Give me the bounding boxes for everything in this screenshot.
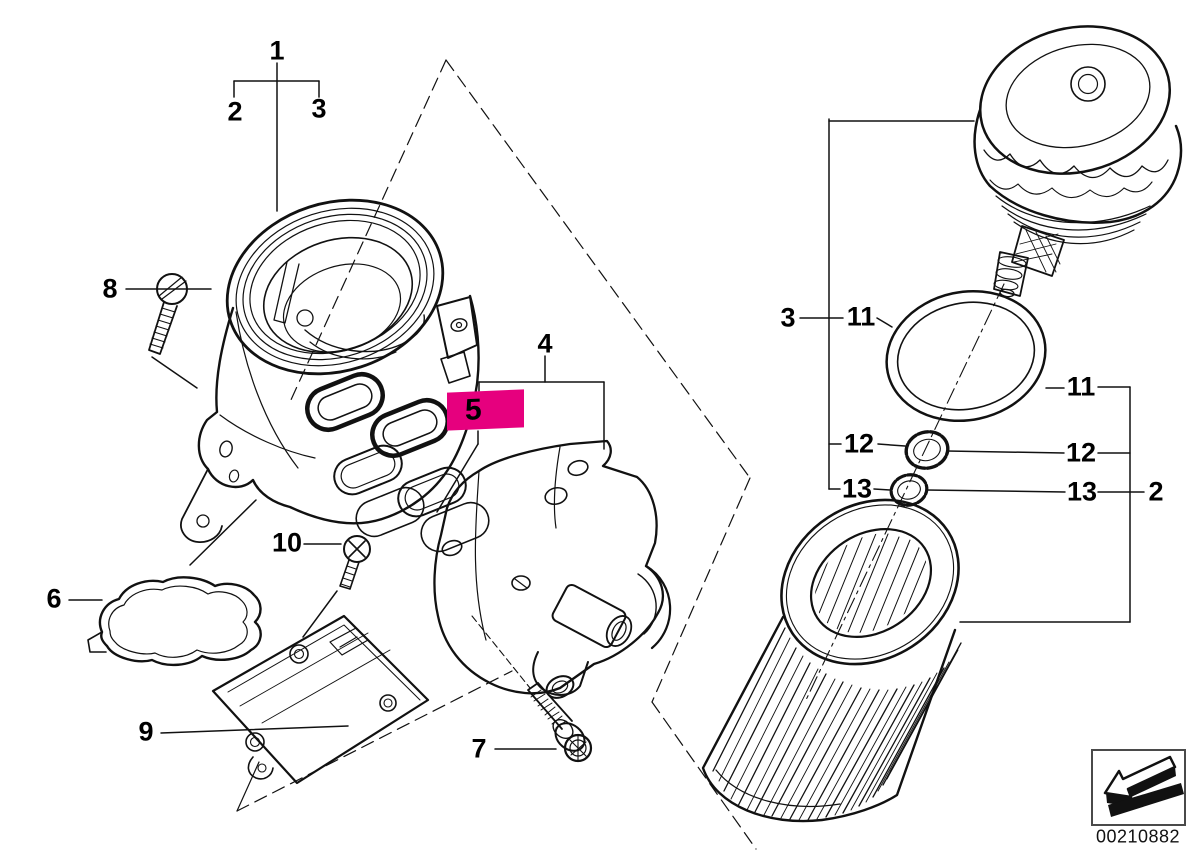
callout-11-inner[interactable]: 11 <box>846 301 876 332</box>
diagram-number: 00210882 <box>1095 826 1181 847</box>
o-ring-11-drawing <box>885 289 1047 423</box>
bolt-8-drawing <box>148 273 188 355</box>
leader-lines <box>68 62 1145 750</box>
callout-13-outer[interactable]: 13 <box>1066 476 1098 507</box>
callout-2[interactable]: 2 <box>227 96 243 127</box>
bolt-7-drawing <box>527 682 593 763</box>
callout-5-highlight[interactable]: 5 <box>447 389 524 431</box>
bracket-4-drawing <box>433 439 672 699</box>
callout-4[interactable]: 4 <box>537 328 553 359</box>
diagram-code-box[interactable] <box>1091 749 1186 826</box>
gasket-5-drawing <box>333 444 490 553</box>
callout-1[interactable]: 1 <box>269 35 285 66</box>
callout-5: 5 <box>465 393 482 427</box>
bracket-9-drawing <box>211 614 430 785</box>
callout-3-right[interactable]: 3 <box>780 302 796 333</box>
gasket-6-drawing <box>87 576 262 667</box>
callout-3[interactable]: 3 <box>311 93 327 124</box>
callout-6[interactable]: 6 <box>46 583 62 614</box>
callout-9[interactable]: 9 <box>138 716 154 747</box>
callout-13-inner[interactable]: 13 <box>841 473 873 504</box>
filter-cap-drawing <box>973 25 1183 298</box>
filter-cartridge-drawing <box>701 498 962 823</box>
o-ring-12-drawing <box>904 430 950 470</box>
callout-12-inner[interactable]: 12 <box>843 428 875 459</box>
callout-2-right[interactable]: 2 <box>1148 476 1164 507</box>
screw-10-drawing <box>339 535 371 590</box>
direction-arrow-icon <box>1103 755 1184 817</box>
callout-11-outer[interactable]: 11 <box>1066 371 1096 402</box>
callout-7[interactable]: 7 <box>471 733 487 764</box>
callout-8[interactable]: 8 <box>102 273 118 304</box>
callout-12-outer[interactable]: 12 <box>1065 437 1097 468</box>
oil-filter-housing-drawing <box>180 198 480 543</box>
construction-lines <box>236 59 1005 850</box>
callout-10[interactable]: 10 <box>271 527 303 558</box>
